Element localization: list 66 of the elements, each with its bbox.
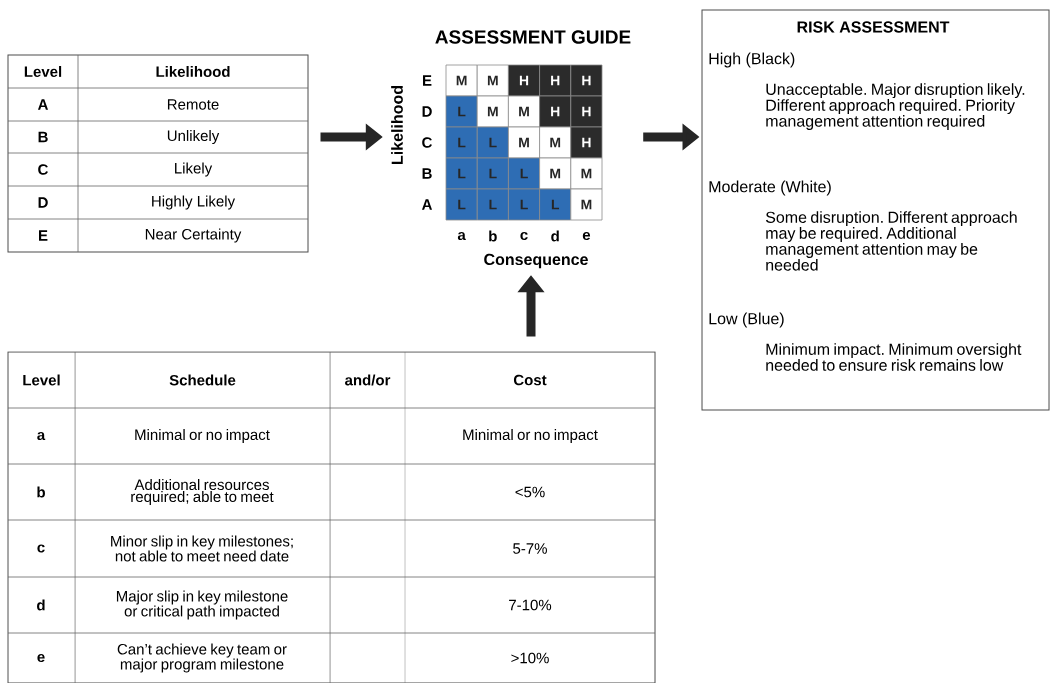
table-text: b [37,486,45,498]
table-header: Level [23,374,60,386]
risk-cell: L [445,157,478,190]
risk-cell: M [539,126,572,159]
table-text: Additional resources required; able to meet [131,479,274,505]
level-heading: Low (Blue) [709,312,784,328]
risk-cell: M [570,157,603,190]
risk-cell: M [476,95,509,128]
table-text: Likely [175,162,213,177]
risk-cell: H [570,95,603,128]
table-text: D [38,197,48,208]
table-text: Highly Likely [152,195,236,210]
level-description: Unacceptable. Major disruption likely. Different approach required. Priority management attention required [766,83,1025,130]
table-text: Minimal or no impact [463,429,598,443]
axis-label: Consequence [484,253,588,269]
risk-cell: L [508,157,540,190]
risk-cell: M [539,157,572,190]
risk-cell: H [570,64,603,97]
risk-cell: M [476,64,509,97]
table-header: Cost [513,374,547,386]
table-text: a [37,431,46,441]
table-header: Likelihood [156,66,230,77]
table-header: Level [24,66,62,77]
table-text: e [37,653,45,663]
risk-cell: M [508,95,540,128]
level-description: Minimum impact. Minimum oversight needed to ensure risk remains low [766,343,1022,371]
risk-cell: M [508,126,540,159]
level-heading: Moderate (White) [709,180,831,196]
risk-cell: L [476,126,509,159]
table-text: <5% [515,486,545,498]
risk-cell: M [570,188,603,221]
table-text: Remote [167,99,219,110]
risk-cell: L [539,188,572,221]
table-text: d [37,599,45,611]
guide-title: ASSESSMENT GUIDE [435,30,631,44]
risk-cell: L [508,188,540,221]
level-description: Some disruption. Different approach may be required. Additional management attention may be needed [765,211,1017,271]
risk-cell: L [445,188,478,221]
table-text: E [39,230,48,241]
table-text: B [38,131,48,143]
table-text: C [38,164,48,175]
table-text: 7-10% [509,599,552,611]
risk-cell: L [445,126,478,159]
table-text: c [37,544,45,553]
risk-cell: H [539,95,572,128]
table-text: Near Certainty [145,228,242,243]
table-header: and/or [345,374,391,386]
level-heading: High (Black) [709,52,795,68]
risk-cell: L [476,157,509,190]
table-text: >10% [511,652,549,664]
table-text: Can’t achieve key team or major program milestone [117,643,287,673]
risk-cell: H [539,64,572,97]
table-text: 5-7% [513,543,547,554]
table-header: Schedule [169,374,236,386]
risk-cell: H [508,64,540,97]
table-text: Unlikely [167,130,220,144]
risk-cell: L [476,188,509,221]
table-text: Minor slip in key milestones; not able to meet need date [111,535,293,562]
table-text: Minimal or no impact [135,429,270,443]
table-text: Major slip in key milestone or critical path impacted [116,590,288,620]
risk-cell: H [570,126,603,159]
risk-cell: M [445,64,478,97]
risk-cell: L [445,95,478,128]
panel-title: RISK ASSESSMENT [797,21,950,33]
table-text: A [37,99,48,110]
axis-label: Likelihood [391,86,403,164]
